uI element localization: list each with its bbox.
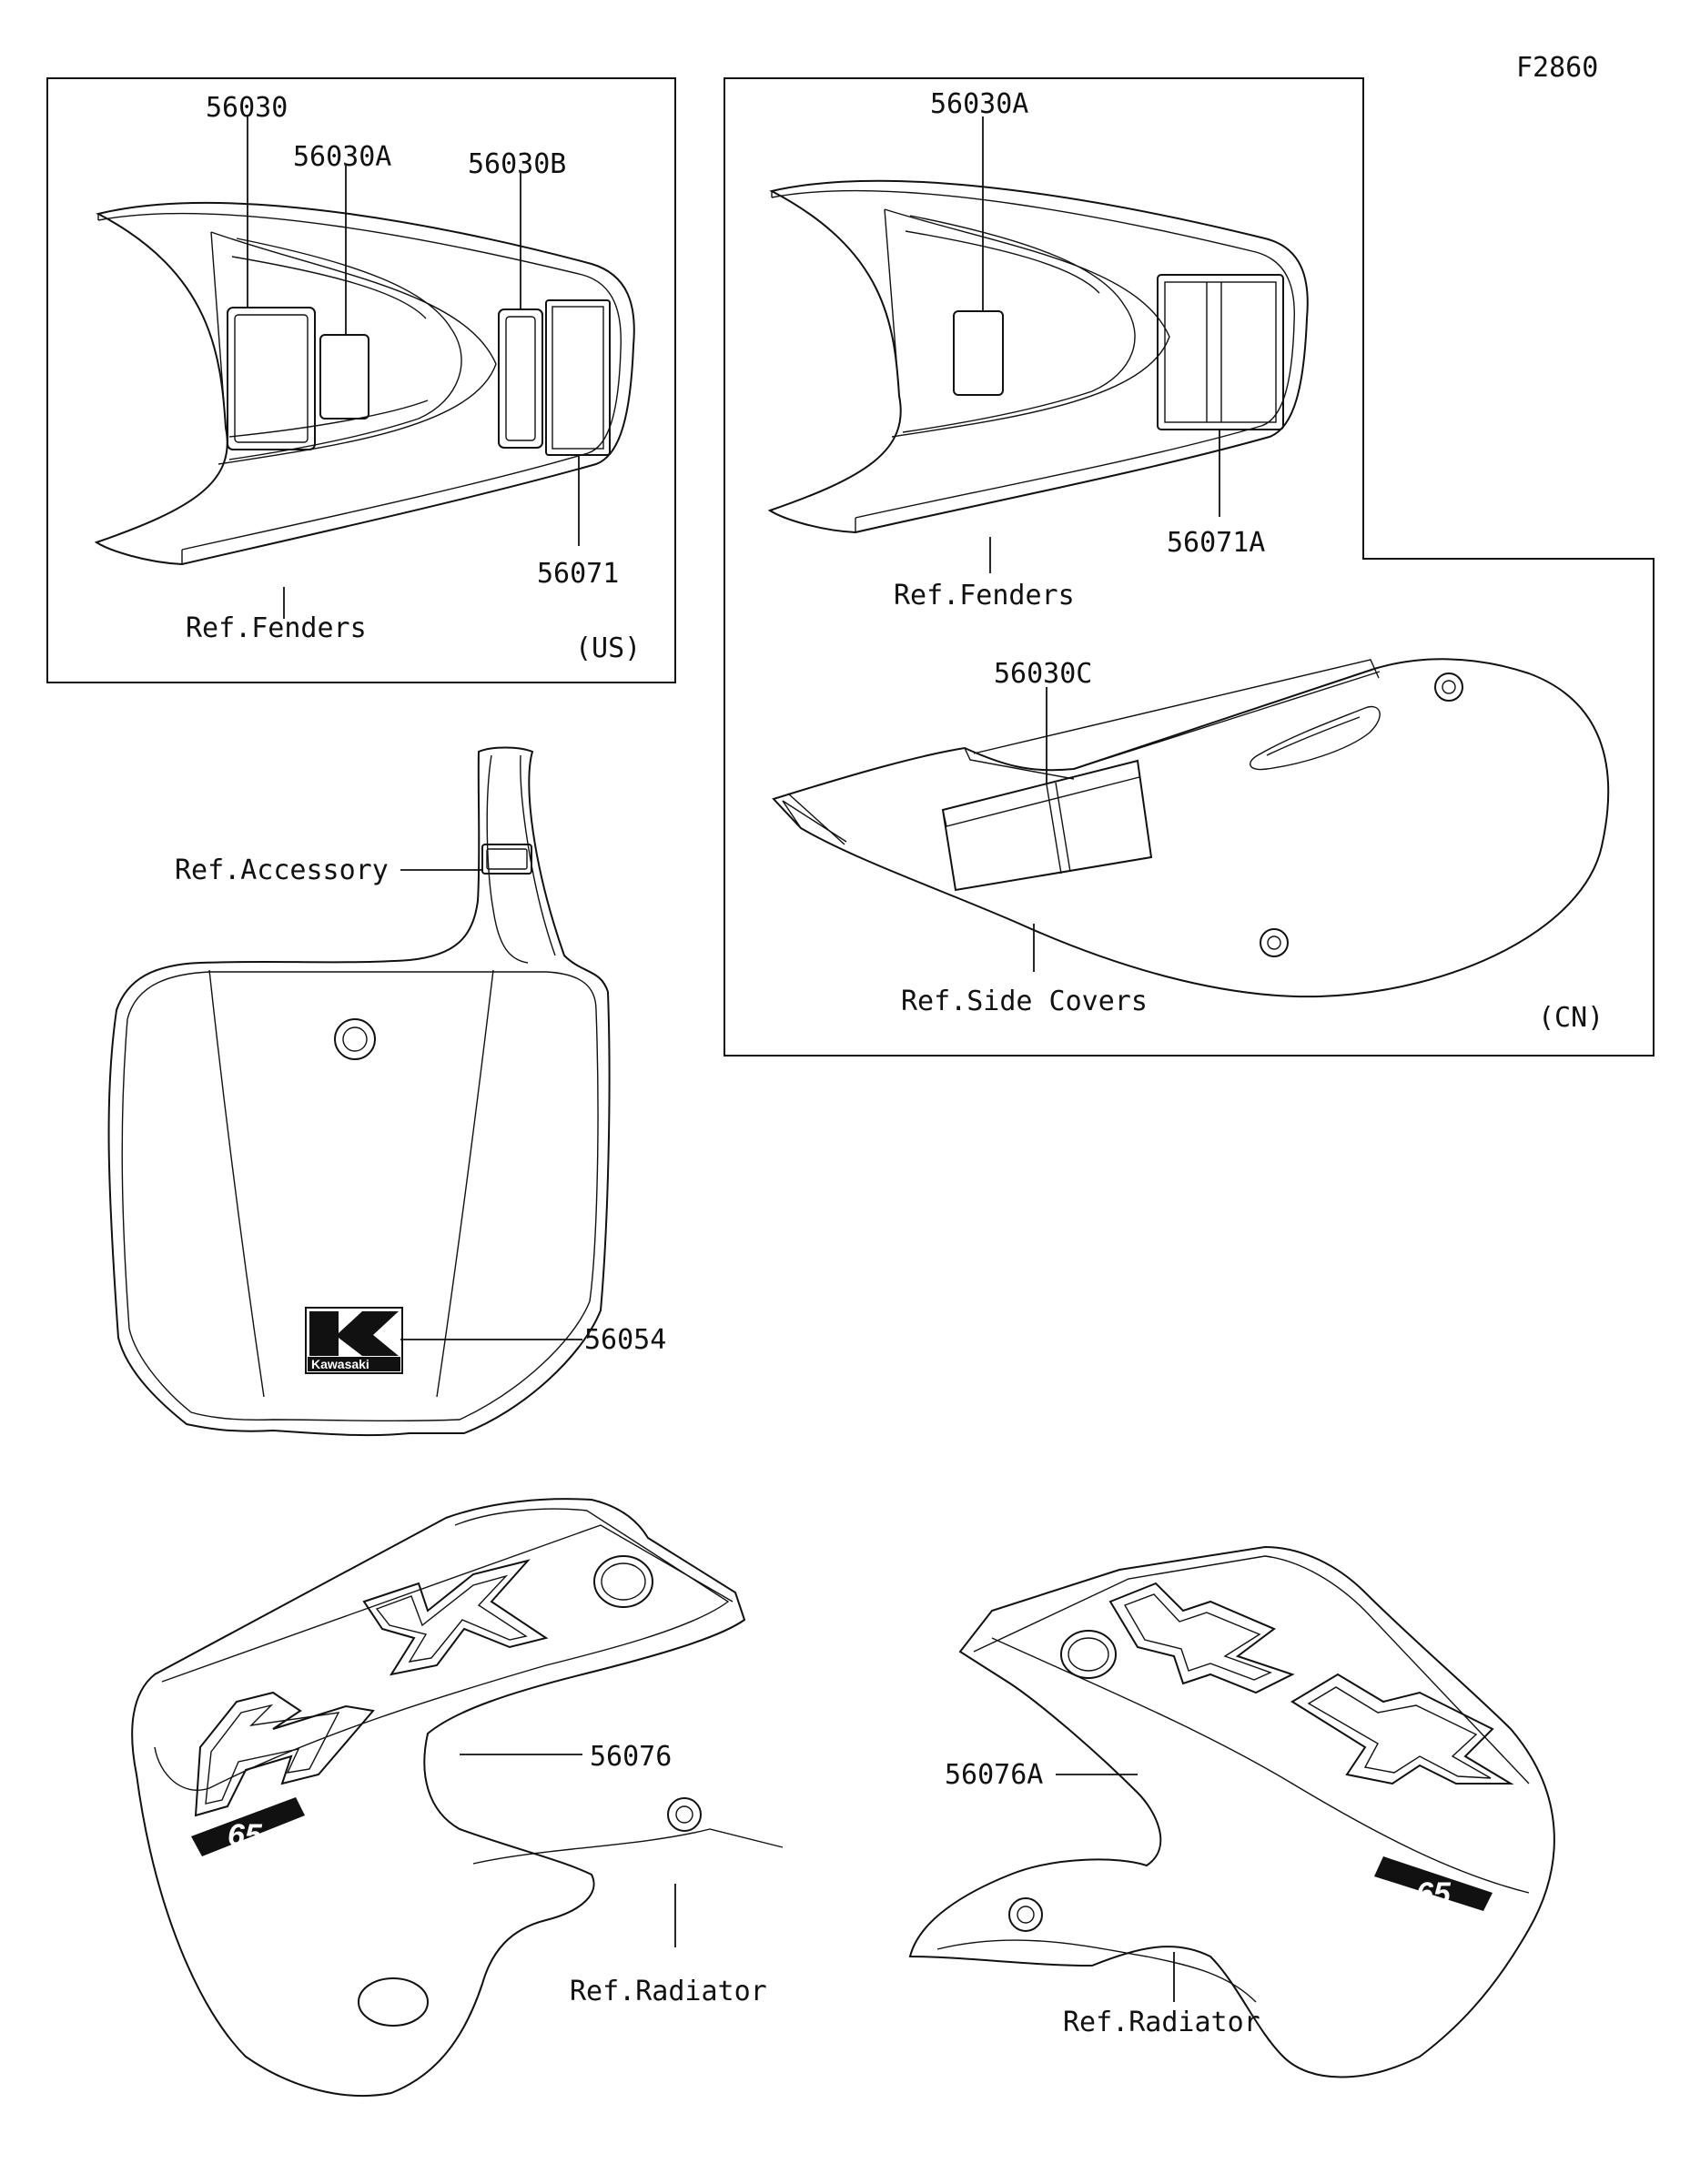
us-panel-frame bbox=[46, 77, 676, 683]
kawasaki-logo-text: Kawasaki bbox=[311, 1357, 369, 1371]
cn-side-cover bbox=[772, 658, 1610, 998]
cn-region-label: (CN) bbox=[1538, 1002, 1604, 1034]
us-label-56030a: 56030A bbox=[293, 141, 391, 173]
label-left-ref-radiator: Ref.Radiator bbox=[570, 1976, 767, 2007]
cn-label-56071a: 56071A bbox=[1167, 527, 1265, 559]
us-label-ref-fenders: Ref.Fenders bbox=[186, 612, 367, 644]
cn-decal-56071a bbox=[1157, 274, 1284, 430]
left-radiator-shroud: 65 56076 Ref.Radiator bbox=[131, 1498, 784, 2098]
us-decal-56030b bbox=[498, 308, 543, 449]
label-56076: 56076 bbox=[590, 1741, 672, 1773]
cn-label-56030a: 56030A bbox=[930, 88, 1028, 120]
us-label-56071: 56071 bbox=[537, 558, 619, 590]
cn-panel-frame bbox=[724, 77, 1655, 1057]
us-decal-56071 bbox=[545, 299, 611, 456]
cn-panel: 56030A 56071A Ref.Fenders 56030C Ref.S bbox=[724, 77, 1655, 1057]
cn-label-ref-side-covers: Ref.Side Covers bbox=[901, 986, 1148, 1017]
kawasaki-logo-decal: Kawasaki bbox=[305, 1307, 403, 1374]
right-radiator-shroud: 65 56076A Ref.Radiator bbox=[908, 1545, 1555, 2078]
cn-decal-56030a bbox=[953, 310, 1004, 396]
us-decal-56030 bbox=[227, 307, 316, 450]
cn-label-ref-fenders: Ref.Fenders bbox=[894, 580, 1075, 612]
label-right-ref-radiator: Ref.Radiator bbox=[1063, 2007, 1260, 2038]
cn-decal-56030c bbox=[941, 759, 1153, 892]
label-56054: 56054 bbox=[584, 1324, 666, 1356]
us-rear-fender bbox=[94, 202, 635, 566]
us-region-label: (US) bbox=[575, 632, 641, 664]
us-decal-56030a bbox=[319, 334, 369, 420]
us-label-56030b: 56030B bbox=[468, 148, 566, 180]
label-56076a: 56076A bbox=[945, 1759, 1043, 1791]
cn-rear-fender bbox=[767, 179, 1309, 534]
us-label-56030: 56030 bbox=[206, 92, 288, 124]
left-shroud-model-mark: 65 bbox=[228, 1818, 263, 1853]
cn-label-56030c: 56030C bbox=[994, 658, 1092, 690]
figure-code: F2860 bbox=[1516, 52, 1598, 84]
right-shroud-model-mark: 65 bbox=[1416, 1876, 1452, 1911]
label-ref-accessory: Ref.Accessory bbox=[175, 854, 389, 886]
front-number-plate: Kawasaki Ref.Accessory 56054 bbox=[107, 746, 666, 1437]
us-panel: 56030 56030A 56030B 56071 Ref.Fenders (U… bbox=[46, 77, 676, 683]
